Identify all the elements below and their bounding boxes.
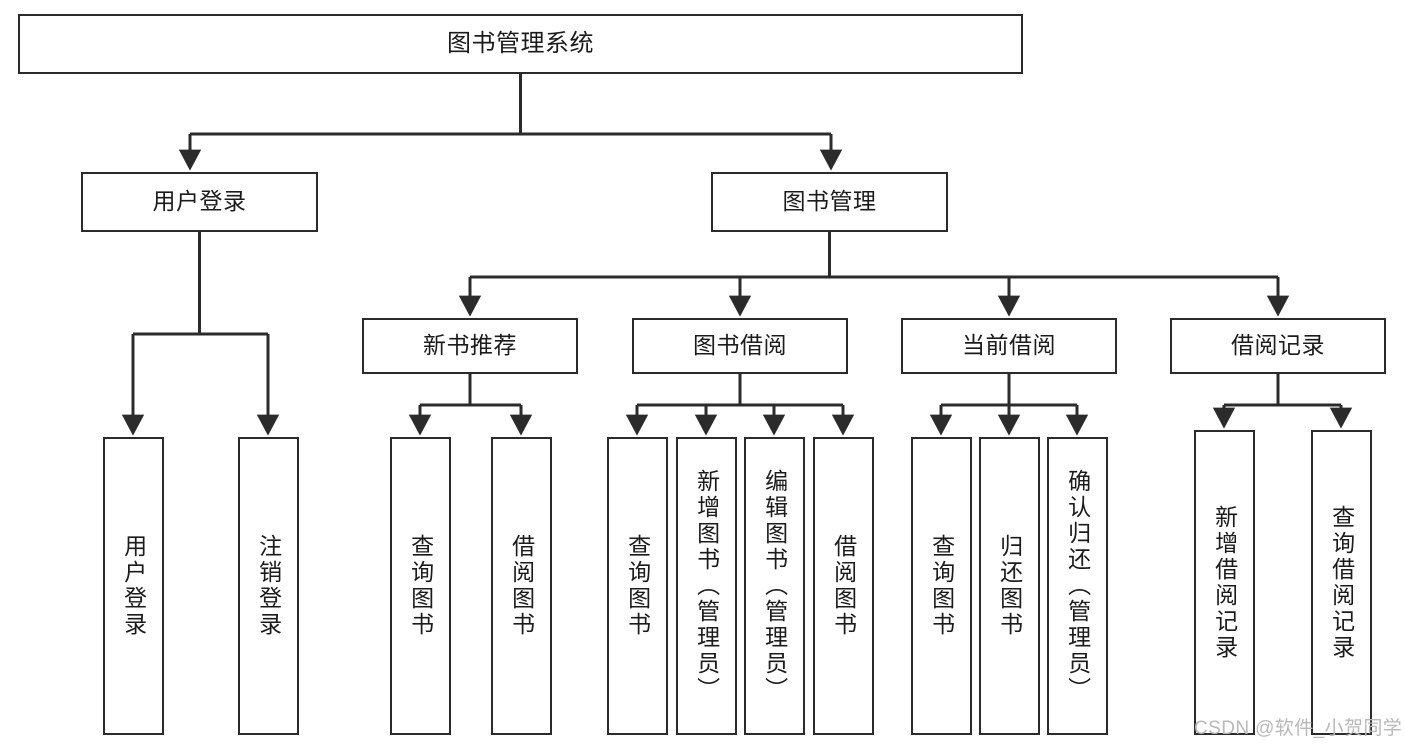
node-label: 借阅记录 bbox=[1231, 332, 1325, 359]
node-label: 借阅图书 bbox=[830, 534, 857, 638]
node-label: 图书借阅 bbox=[693, 332, 787, 359]
leaf-user-login[interactable]: 用户登录 bbox=[103, 437, 164, 735]
node-root-book-management-system[interactable]: 图书管理系统 bbox=[18, 14, 1023, 74]
node-new-book-recommend[interactable]: 新书推荐 bbox=[362, 318, 578, 374]
node-label: 图书管理系统 bbox=[447, 29, 594, 57]
node-label: 当前借阅 bbox=[962, 332, 1056, 359]
node-book-management[interactable]: 图书管理 bbox=[711, 172, 948, 232]
node-label: 查询图书 bbox=[407, 534, 434, 638]
leaf-user-logout[interactable]: 注销登录 bbox=[238, 437, 299, 735]
leaf-current-confirm-return-admin[interactable]: 确认归还（管理员） bbox=[1047, 437, 1108, 735]
node-label: 归还图书 bbox=[996, 534, 1023, 638]
leaf-recommend-query-book[interactable]: 查询图书 bbox=[390, 437, 451, 735]
node-label: 用户登录 bbox=[152, 188, 247, 215]
node-label: 新增借阅记录 bbox=[1211, 504, 1238, 661]
node-label: 查询图书 bbox=[624, 534, 651, 638]
leaf-borrow-add-book-admin[interactable]: 新增图书（管理员） bbox=[676, 437, 737, 735]
node-label: 查询图书 bbox=[928, 534, 955, 638]
node-label: 编辑图书（管理员） bbox=[761, 469, 788, 703]
node-label: 图书管理 bbox=[782, 188, 877, 215]
node-label: 确认归还（管理员） bbox=[1064, 469, 1091, 703]
leaf-recommend-borrow-book[interactable]: 借阅图书 bbox=[491, 437, 552, 735]
node-label: 借阅图书 bbox=[508, 534, 535, 638]
leaf-current-query-book[interactable]: 查询图书 bbox=[911, 437, 972, 735]
leaf-borrow-edit-book-admin[interactable]: 编辑图书（管理员） bbox=[744, 437, 805, 735]
node-label: 新增图书（管理员） bbox=[693, 469, 720, 703]
node-label: 用户登录 bbox=[120, 534, 147, 638]
node-label: 注销登录 bbox=[255, 534, 282, 638]
node-user-login[interactable]: 用户登录 bbox=[81, 172, 318, 232]
csdn-watermark: CSDN @软件_小贺同学 bbox=[1194, 718, 1403, 739]
node-borrow-record[interactable]: 借阅记录 bbox=[1170, 318, 1386, 374]
node-label: 新书推荐 bbox=[423, 332, 517, 359]
leaf-record-query-borrow-record[interactable]: 查询借阅记录 bbox=[1311, 430, 1372, 735]
node-current-borrow[interactable]: 当前借阅 bbox=[901, 318, 1117, 374]
node-label: 查询借阅记录 bbox=[1328, 504, 1355, 661]
leaf-record-add-borrow-record[interactable]: 新增借阅记录 bbox=[1194, 430, 1255, 735]
leaf-borrow-borrow-book[interactable]: 借阅图书 bbox=[813, 437, 874, 735]
leaf-borrow-query-book[interactable]: 查询图书 bbox=[607, 437, 668, 735]
leaf-current-return-book[interactable]: 归还图书 bbox=[979, 437, 1040, 735]
node-book-borrow[interactable]: 图书借阅 bbox=[632, 318, 848, 374]
